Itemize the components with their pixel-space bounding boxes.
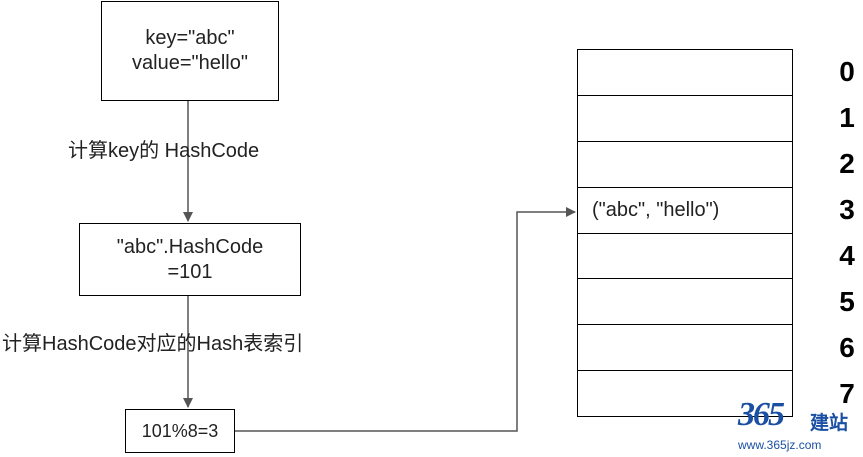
step-compute-hashcode-label: 计算key的 HashCode: [68, 140, 260, 162]
hash-slot-0: [578, 50, 792, 96]
hash-slot-4: [578, 234, 792, 280]
arrow-index-to-slot: [235, 207, 576, 432]
slot-index-4: 4: [839, 240, 855, 271]
site-watermark-logo: 365 建站 www.365jz.com: [738, 396, 860, 454]
slot-index-6: 6: [839, 332, 855, 363]
index-calculation-box: 101%8=3: [125, 409, 235, 453]
input-key-text: key="abc": [145, 27, 235, 49]
slot-index-2: 2: [839, 148, 855, 179]
watermark-number: 365: [738, 396, 785, 433]
hashcode-value: =101: [167, 260, 213, 283]
watermark-brand: 建站: [810, 412, 849, 434]
hash-table-indices: 0 1 2 3 4 5 6 7: [832, 49, 862, 417]
slot-index-1: 1: [839, 102, 855, 133]
hashcode-result-box: "abc".HashCode =101: [79, 223, 301, 296]
hash-slot-3: ("abc", "hello"): [578, 188, 792, 234]
index-expression: 101%8=3: [141, 420, 219, 441]
hash-slot-1: [578, 96, 792, 142]
slot-index-5: 5: [839, 286, 855, 317]
slot-index-0: 0: [839, 56, 855, 87]
input-key-value-box: key="abc" value="hello": [101, 1, 279, 101]
input-value-text: value="hello": [132, 52, 248, 74]
slot-index-3: 3: [839, 194, 855, 225]
hash-slot-2: [578, 142, 792, 188]
step-compute-index-label: 计算HashCode对应的Hash表索引: [2, 333, 304, 355]
hash-slot-6: [578, 325, 792, 372]
hash-slot-5: [578, 279, 792, 326]
slot-index-7: 7: [839, 378, 855, 409]
watermark-url: www.365jz.com: [738, 438, 822, 452]
hashcode-expression: "abc".HashCode: [116, 235, 264, 258]
hash-table: ("abc", "hello"): [577, 49, 793, 417]
